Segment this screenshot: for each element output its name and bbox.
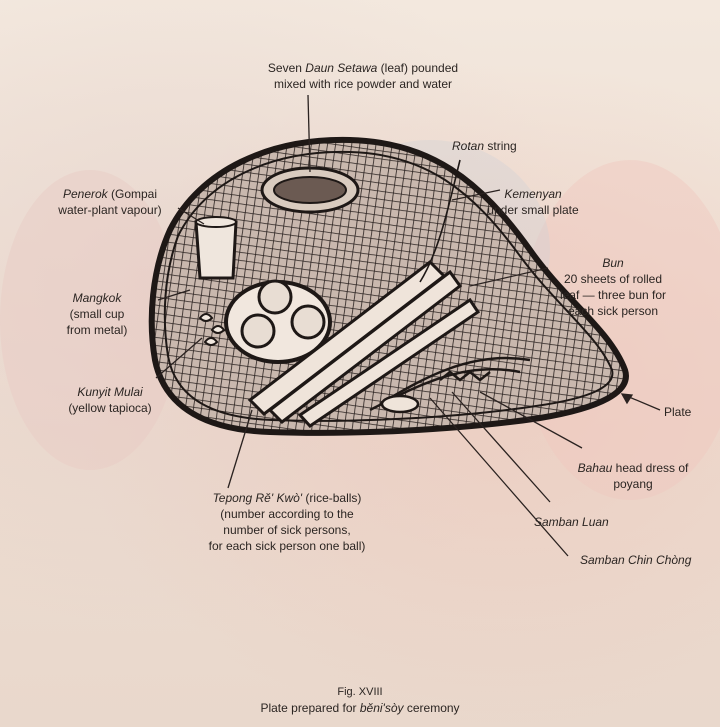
label-penerok: Penerok (Gompai water-plant vapour) xyxy=(40,186,180,218)
mangkok-cup xyxy=(196,222,236,278)
figure-number: Fig. XVIII xyxy=(260,684,460,700)
label-bun: Bun 20 sheets of rolled leaf — three bun… xyxy=(552,255,674,319)
label-daun-setawa: Seven Daun Setawa (leaf) pounded mixed w… xyxy=(258,60,468,92)
figure-caption: Plate prepared for bĕni'sòy ceremony xyxy=(210,700,510,716)
label-kemenyan: Kemenyan under small plate xyxy=(478,186,588,218)
label-kunyit-mulai: Kunyit Mulai (yellow tapioca) xyxy=(50,384,170,416)
label-mangkok: Mangkok (small cup from metal) xyxy=(52,290,142,338)
label-plate: Plate xyxy=(664,404,691,420)
label-samban-chin-chong: Samban Chin Chòng xyxy=(580,552,691,568)
label-rotan-string: Rotan string xyxy=(452,138,517,154)
label-tepong-re-kwo: Tepong Rĕ' Kwò' (rice-balls) (number acc… xyxy=(182,490,392,554)
label-bahau: Bahau head dress of poyang xyxy=(568,460,698,492)
label-samban-luan: Samban Luan xyxy=(534,514,609,530)
